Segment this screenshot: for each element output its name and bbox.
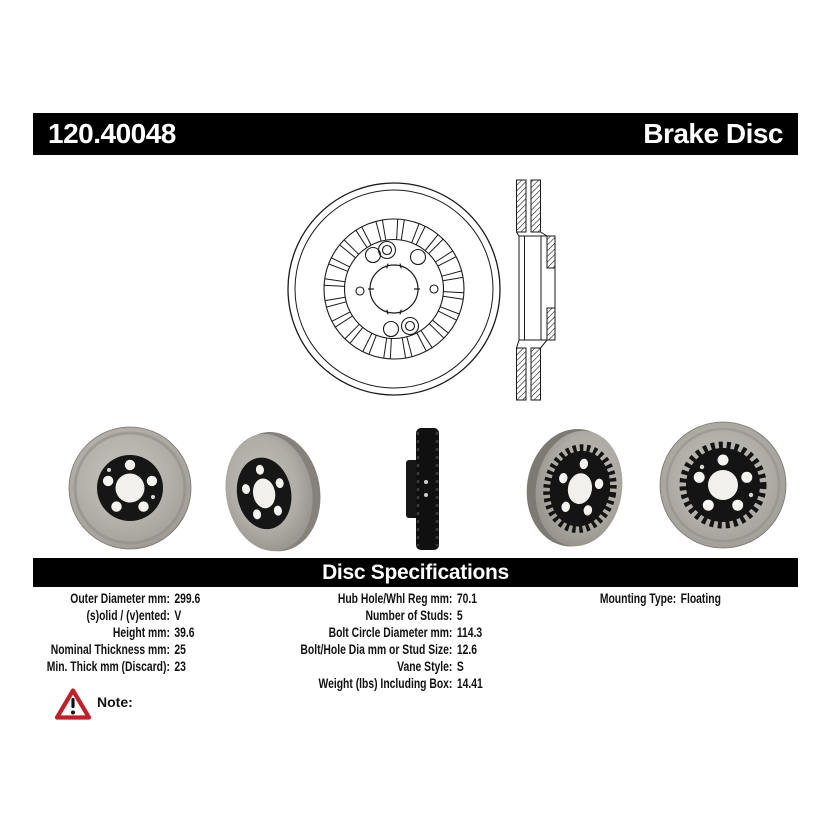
spec-value: 299.6 (174, 590, 201, 606)
spec-label: Weight (lbs) Including Box: (318, 675, 453, 691)
spec-column-middle: Hub Hole/Whl Reg mm:70.1 Number of Studs… (240, 590, 483, 692)
spec-label: Nominal Thickness mm: (50, 641, 170, 657)
spec-row: (s)olid / (v)ented:V (33, 607, 200, 624)
spec-label: Bolt Circle Diameter mm: (328, 624, 453, 640)
header-bar: 120.40048 Brake Disc (33, 113, 798, 155)
product-title: Brake Disc (643, 118, 783, 149)
center-hole (368, 263, 420, 315)
spec-column-right: Mounting Type:Floating (560, 590, 721, 607)
spec-section-title: Disc Specifications (322, 560, 509, 584)
brake-disc-photo-angled-left (526, 428, 623, 547)
spec-value: S (456, 658, 464, 674)
brake-disc-photo-edge-on (406, 428, 439, 550)
spec-label: Outer Diameter mm: (70, 590, 170, 606)
part-number: 120.40048 (48, 118, 176, 149)
spec-row: Vane Style:S (240, 658, 483, 675)
spec-value: 25 (174, 641, 186, 657)
spec-value: 70.1 (456, 590, 477, 606)
brake-disc-front-line-drawing (287, 182, 501, 396)
spec-value: V (174, 607, 182, 623)
spec-label: Min. Thick mm (Discard): (46, 658, 170, 674)
spec-row: Number of Studs:5 (240, 607, 483, 624)
spec-label: Height mm: (112, 624, 170, 640)
spec-label: Bolt/Hole Dia mm or Stud Size: (300, 641, 453, 657)
spec-row: Bolt/Hole Dia mm or Stud Size:12.6 (240, 641, 483, 658)
brake-disc-photo-angled-right (225, 432, 321, 552)
spec-row: Height mm:39.6 (33, 624, 200, 641)
spec-row: Mounting Type:Floating (560, 590, 721, 607)
spec-label: (s)olid / (v)ented: (86, 607, 170, 623)
spec-row: Weight (lbs) Including Box:14.41 (240, 675, 483, 692)
spec-row: Nominal Thickness mm:25 (33, 641, 200, 658)
spec-row: Hub Hole/Whl Reg mm:70.1 (240, 590, 483, 607)
note-label: Note: (97, 694, 133, 710)
spec-value: 12.6 (456, 641, 477, 657)
spec-value: Floating (680, 590, 721, 606)
spec-value: 39.6 (174, 624, 195, 640)
spec-row: Min. Thick mm (Discard):23 (33, 658, 200, 675)
stud-holes (355, 240, 439, 338)
spec-label: Number of Studs: (365, 607, 453, 623)
brake-disc-photo-front (68, 426, 192, 550)
spec-label: Mounting Type: (599, 590, 677, 606)
brake-disc-cross-section-line-drawing (516, 179, 556, 401)
warning-triangle-icon (55, 688, 91, 720)
spec-value: 14.41 (456, 675, 483, 691)
spec-row: Bolt Circle Diameter mm:114.3 (240, 624, 483, 641)
spec-column-left: Outer Diameter mm:299.6 (s)olid / (v)ent… (33, 590, 201, 675)
spec-value: 114.3 (456, 624, 483, 640)
spec-section-header: Disc Specifications (33, 558, 798, 587)
spec-value: 23 (174, 658, 186, 674)
technical-drawing (287, 179, 556, 401)
vane-ring-spokes (324, 219, 464, 359)
spec-label: Hub Hole/Whl Reg mm: (337, 590, 453, 606)
spec-row: Outer Diameter mm:299.6 (33, 590, 200, 607)
spec-value: 5 (456, 607, 463, 623)
spec-label: Vane Style: (397, 658, 453, 674)
brake-disc-photo-front-ribbed-hub (659, 421, 787, 549)
